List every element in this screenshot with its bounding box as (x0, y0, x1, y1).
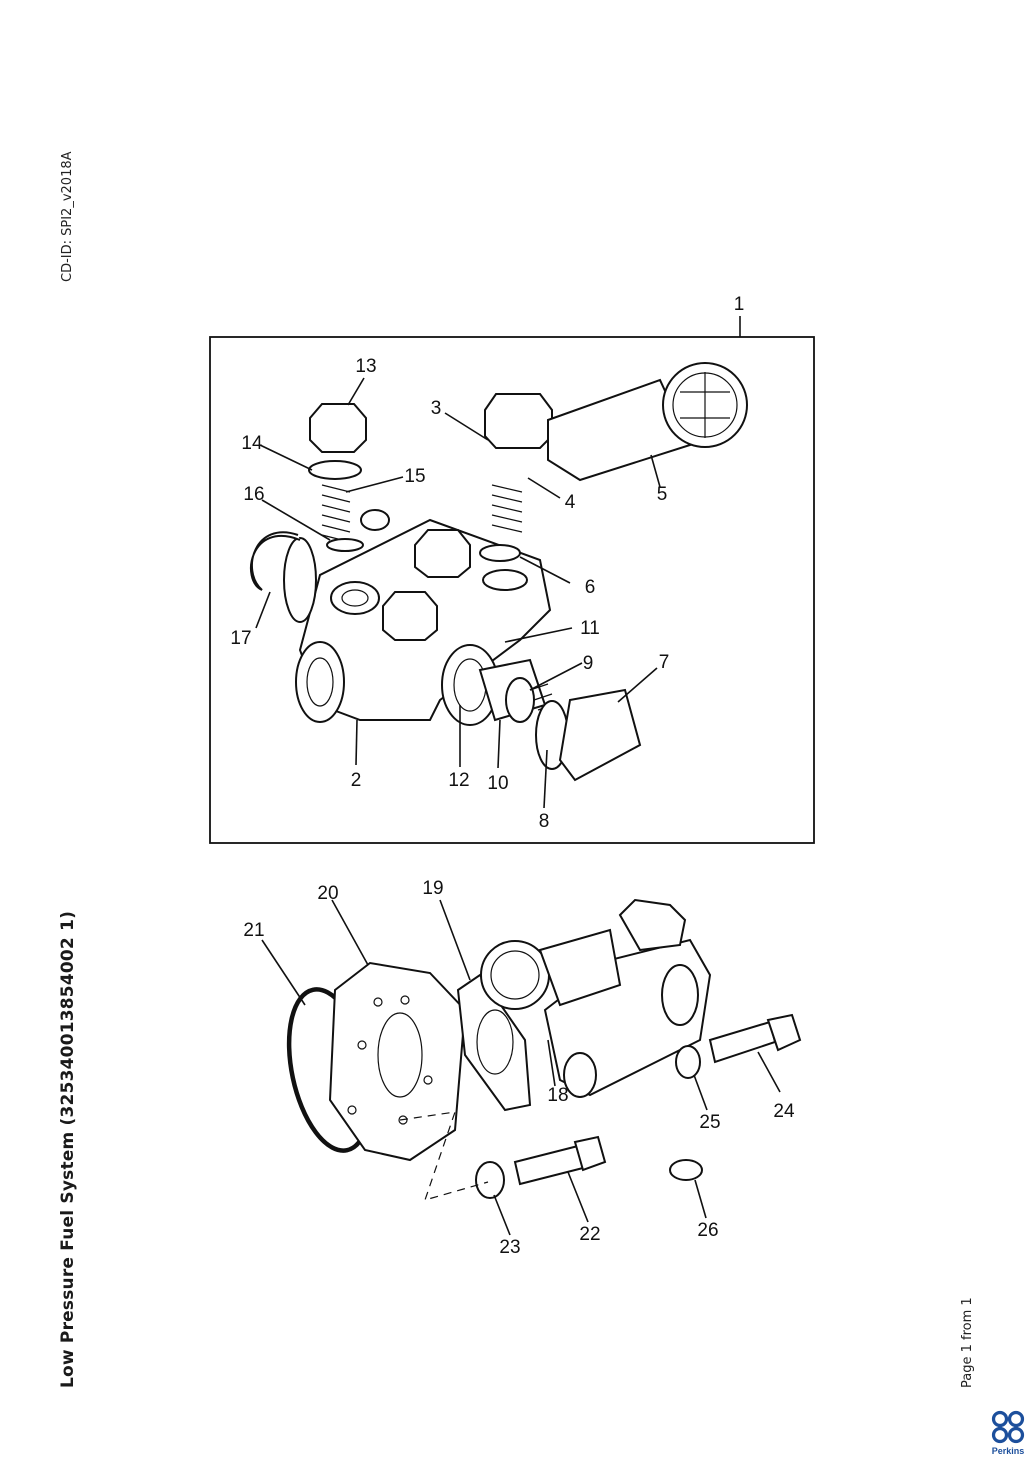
callout-5: 5 (657, 484, 668, 505)
callout-9: 9 (583, 653, 594, 674)
callout-19: 19 (422, 878, 443, 899)
callout-16: 16 (243, 484, 264, 505)
callout-2: 2 (351, 770, 362, 791)
callout-23: 23 (499, 1237, 520, 1258)
callout-14: 14 (241, 433, 263, 454)
callout-22: 22 (579, 1224, 600, 1245)
banjo-filter-assembly (479, 362, 748, 591)
pump-lower (286, 898, 712, 1162)
callout-18: 18 (547, 1085, 568, 1106)
perkins-logo-icon (991, 1410, 1025, 1444)
callout-21: 21 (243, 920, 264, 941)
callout-12: 12 (448, 770, 469, 791)
callout-15: 15 (404, 466, 425, 487)
callout-20: 20 (317, 883, 338, 904)
leader-lines (255, 377, 781, 1236)
brand-name: Perkins (991, 1446, 1025, 1456)
callout-1: 1 (734, 294, 745, 315)
callout-24: 24 (773, 1101, 795, 1122)
relief-valve-stack (308, 403, 367, 552)
callout-25: 25 (699, 1112, 720, 1133)
callout-6: 6 (585, 577, 596, 598)
callout-4: 4 (565, 492, 576, 513)
callout-3: 3 (431, 398, 442, 419)
pump-body-upper (283, 509, 552, 723)
callout-11: 11 (580, 618, 600, 639)
plunger-cap-assembly (441, 644, 642, 782)
assembly-frame (209, 336, 815, 844)
callout-7: 7 (659, 652, 670, 673)
callout-10: 10 (487, 773, 508, 794)
callout-labels: 1 13 3 14 15 4 5 16 6 17 11 9 7 2 12 10 … (230, 294, 795, 1258)
callout-17: 17 (230, 628, 251, 649)
callout-13: 13 (355, 356, 376, 377)
perkins-logo: Perkins (988, 1410, 1028, 1456)
fasteners (399, 1013, 802, 1201)
circlip (249, 531, 301, 591)
callout-8: 8 (539, 811, 550, 832)
callout-26: 26 (697, 1220, 718, 1241)
